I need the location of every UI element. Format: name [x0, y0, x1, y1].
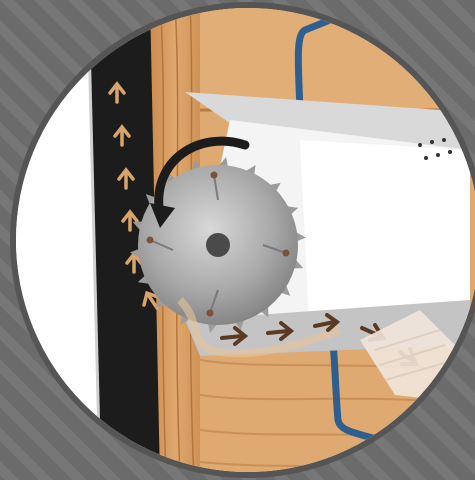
- blade-arbor: [206, 233, 230, 257]
